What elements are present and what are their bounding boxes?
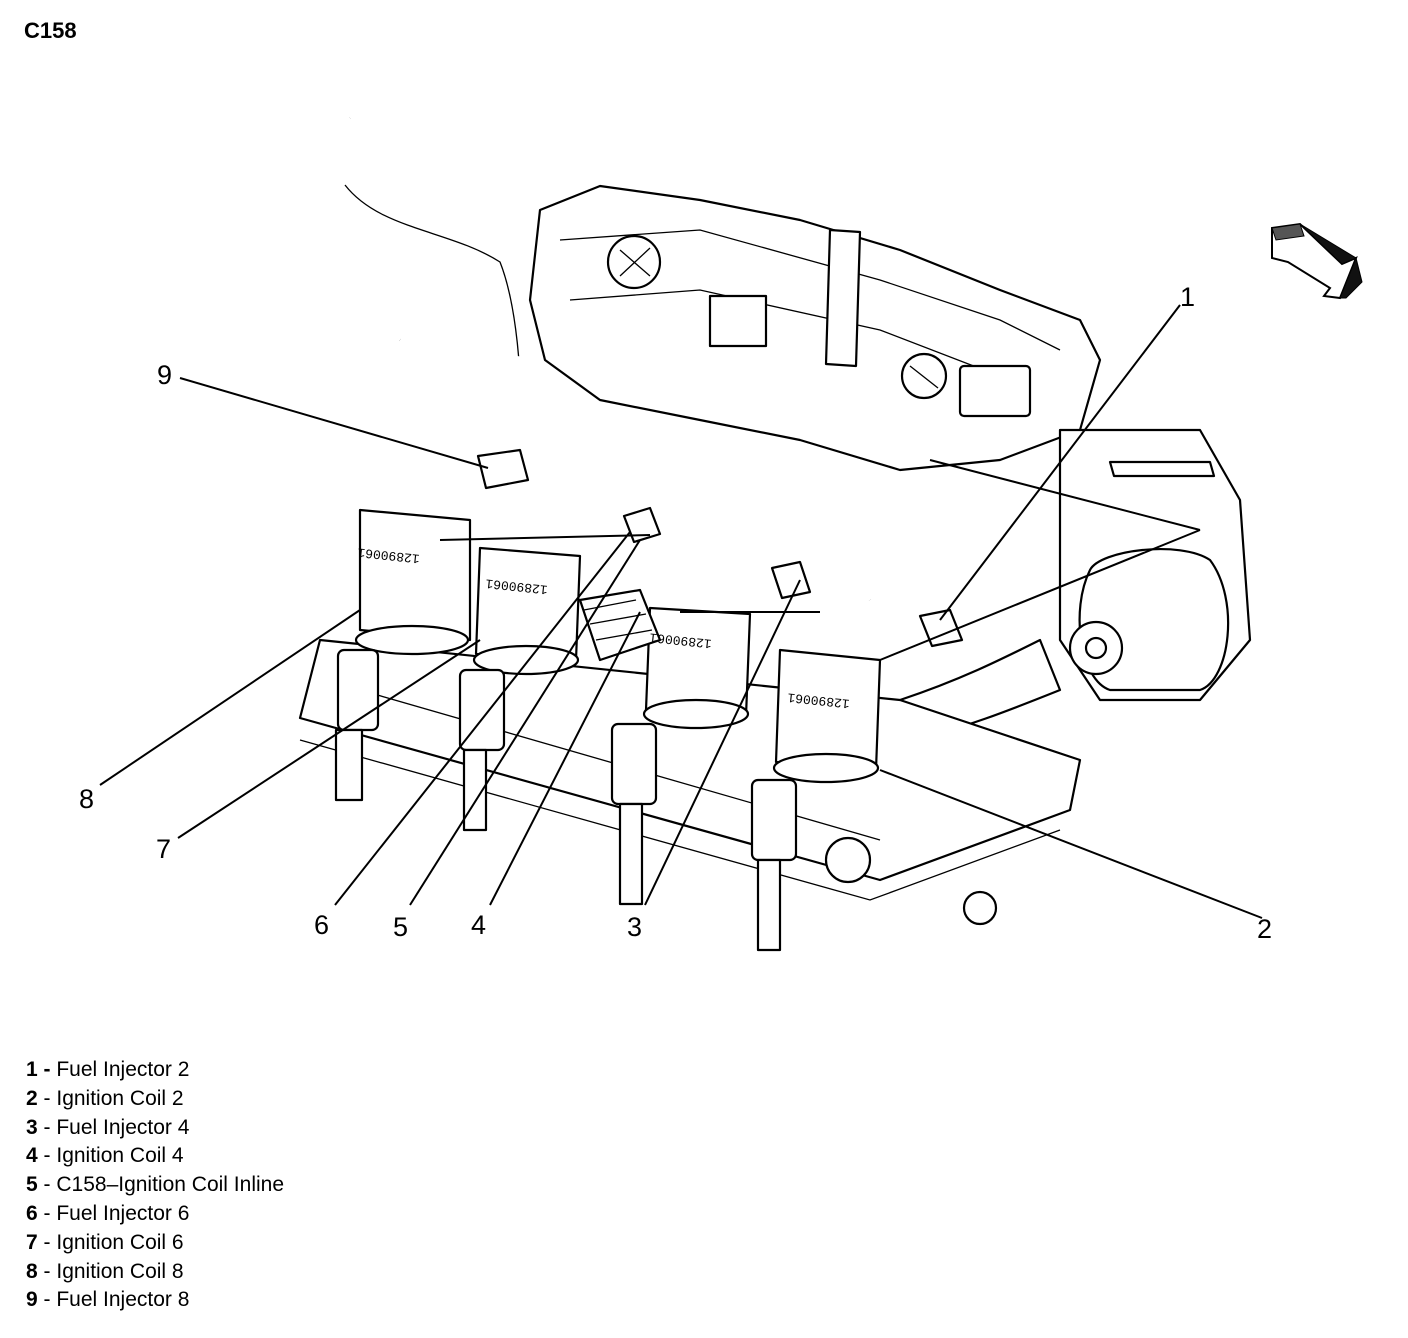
legend-label: Ignition Coil 8 [56, 1259, 184, 1283]
legend-number: 2 [26, 1086, 38, 1110]
legend-label: Fuel Injector 8 [56, 1288, 190, 1312]
fuel-injectors [476, 448, 964, 648]
callout-7: 7 [156, 834, 171, 864]
legend-item: 3 - Fuel Injector 4 [26, 1115, 190, 1139]
legend-number: 5 [26, 1173, 38, 1197]
legend-number: 6 [26, 1201, 38, 1225]
legend-number: 1 [26, 1058, 38, 1081]
legend-number: 3 [26, 1115, 38, 1139]
coil-part-number: 12890061 [485, 575, 549, 596]
callout-5: 5 [393, 912, 408, 942]
c158-connector [578, 588, 662, 662]
legend-item: 2 - Ignition Coil 2 [26, 1086, 184, 1110]
ignition-coil-4 [610, 606, 752, 906]
legend-label: C158–Ignition Coil Inline [56, 1173, 285, 1197]
callout-6: 6 [314, 910, 329, 940]
callout-9: 9 [157, 360, 172, 390]
ignition-coil-2 [750, 648, 882, 952]
legend-item: 1 - Fuel Injector 2 [26, 1058, 190, 1081]
diagram-title: C158 [24, 18, 77, 43]
legend-label: Ignition Coil 4 [56, 1144, 184, 1168]
legend-label: Fuel Injector 6 [56, 1201, 190, 1225]
legend: 1 - Fuel Injector 2 2 - Ignition Coil 2 … [26, 1056, 284, 1315]
legend-label: Fuel Injector 4 [56, 1115, 190, 1139]
ignition-coil-8 [334, 508, 472, 802]
legend-label: Ignition Coil 6 [56, 1230, 184, 1254]
ignition-coil-6 [458, 546, 582, 832]
coil-part-number: 12890061 [649, 629, 713, 650]
coil-part-number: 12890061 [787, 689, 851, 710]
direction-arrow-icon [1271, 222, 1363, 300]
callout-2: 2 [1257, 914, 1272, 944]
legend-item: 9 - Fuel Injector 8 [26, 1288, 190, 1312]
legend-item: 6 - Fuel Injector 6 [26, 1201, 190, 1225]
callout-3: 3 [627, 912, 642, 942]
legend-item: 5 - C158–Ignition Coil Inline [26, 1173, 285, 1197]
callout-8: 8 [79, 784, 94, 814]
legend-item: 8 - Ignition Coil 8 [26, 1259, 184, 1283]
callout-1: 1 [1180, 282, 1195, 312]
legend-label: Fuel Injector 2 [56, 1058, 190, 1081]
legend-item: 4 - Ignition Coil 4 [26, 1144, 184, 1168]
intake-manifold [528, 184, 1102, 472]
legend-number: 4 [26, 1144, 38, 1168]
leader-lines [99, 304, 1263, 919]
engine-diagram: 1 2 3 4 5 6 7 8 9 12890061 12890061 1289… [79, 117, 1363, 952]
legend-number: 7 [26, 1230, 38, 1254]
coil-part-number: 12890061 [357, 544, 421, 565]
legend-number: 8 [26, 1259, 38, 1283]
legend-label: Ignition Coil 2 [56, 1086, 184, 1110]
callout-4: 4 [471, 910, 486, 940]
legend-number: 9 [26, 1288, 38, 1312]
legend-item: 7 - Ignition Coil 6 [26, 1230, 184, 1254]
